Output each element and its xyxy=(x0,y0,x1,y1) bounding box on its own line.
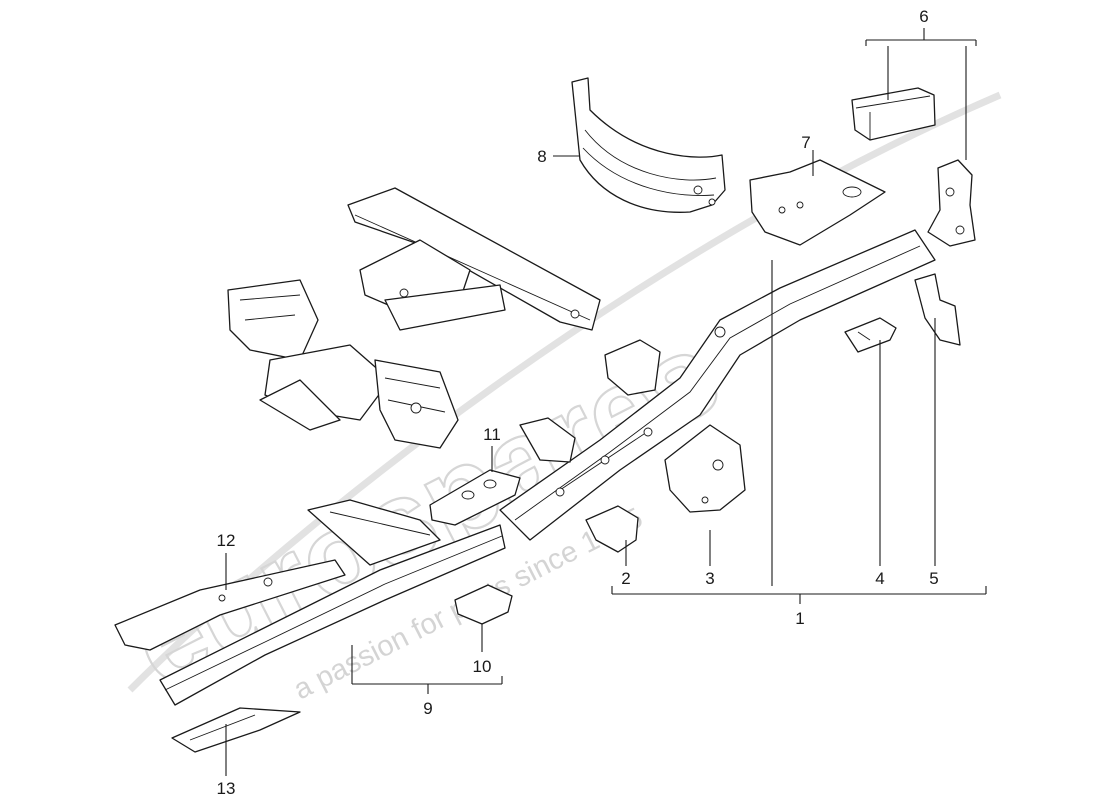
small-brackets xyxy=(519,339,661,463)
callout-6: 6 xyxy=(919,7,928,26)
callout-9: 9 xyxy=(423,699,432,718)
part-6-mount xyxy=(927,159,976,247)
rear-axle-crossmember xyxy=(227,187,601,449)
callout-2: 2 xyxy=(621,569,630,588)
callout-11: 11 xyxy=(483,425,501,444)
callout-10: 10 xyxy=(473,657,492,676)
part-8-arch-member xyxy=(571,77,726,213)
leader-lines xyxy=(225,28,987,776)
part-12-plate xyxy=(114,559,346,651)
callout-7: 7 xyxy=(801,133,810,152)
part-10-bracket xyxy=(454,584,513,625)
part-7-bracket xyxy=(749,159,886,246)
callout-12: 12 xyxy=(217,531,236,550)
part-6-channel xyxy=(851,87,936,141)
callout-3: 3 xyxy=(705,569,714,588)
part-1-main-side-member xyxy=(499,229,936,541)
callout-13: 13 xyxy=(217,779,236,798)
part-9-front-side-member xyxy=(159,499,506,706)
callout-5: 5 xyxy=(929,569,938,588)
part-11-plate xyxy=(429,469,521,526)
callout-8: 8 xyxy=(537,147,546,166)
callout-1: 1 xyxy=(795,609,804,628)
part-4-clip xyxy=(844,317,897,353)
callout-4: 4 xyxy=(875,569,884,588)
part-2-bracket xyxy=(585,505,639,553)
part-3-bracket xyxy=(664,424,746,513)
callout-labels: 6 7 8 11 2 3 4 5 1 12 10 9 13 xyxy=(217,7,939,798)
part-13-plate xyxy=(171,707,301,753)
part-5-plate xyxy=(914,273,961,346)
